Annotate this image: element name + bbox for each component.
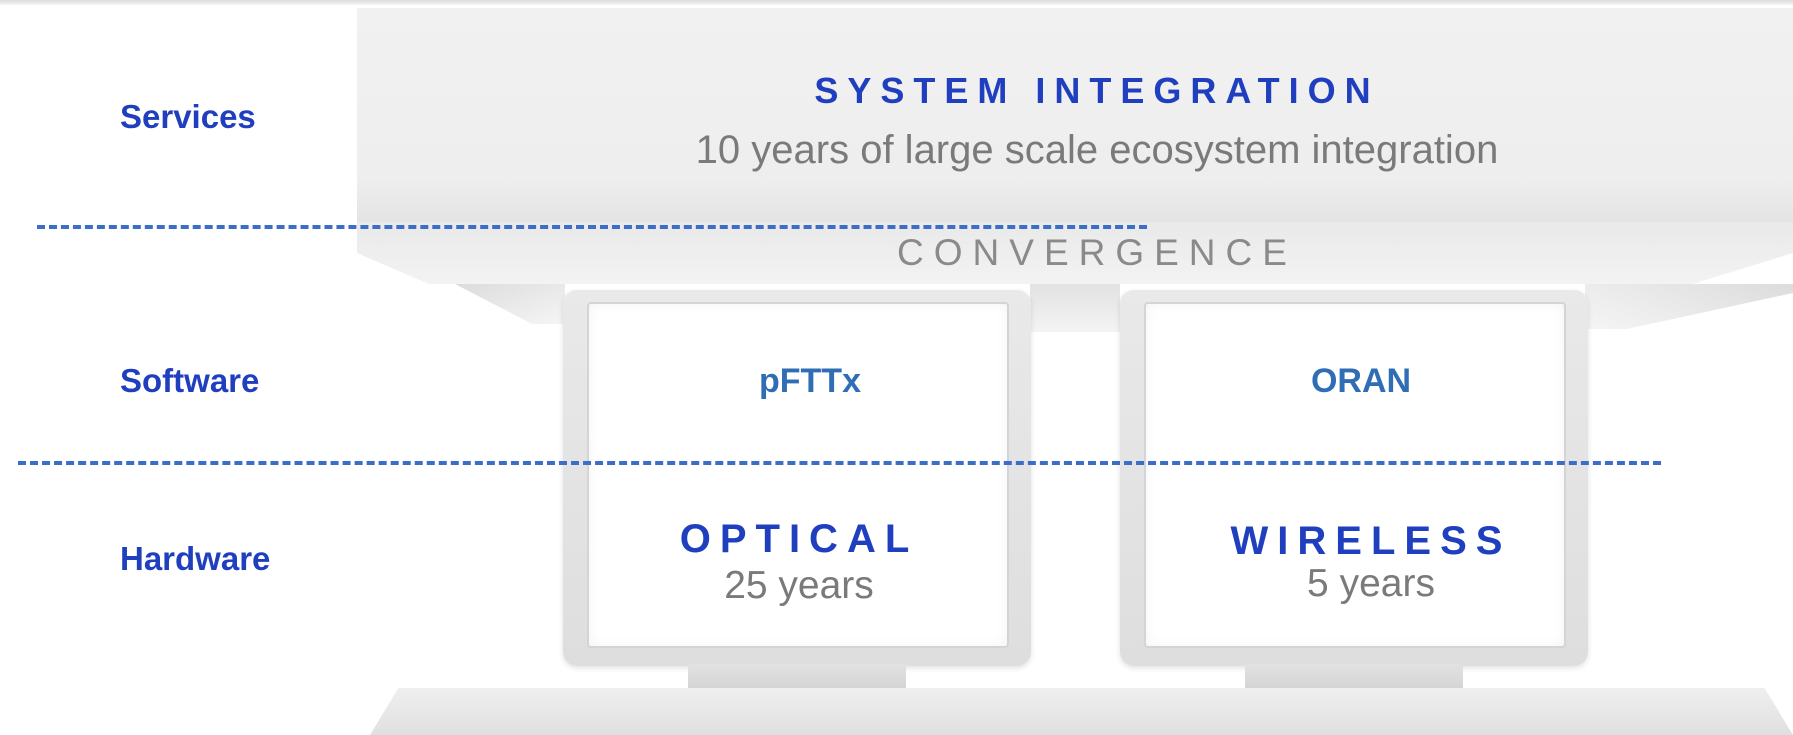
right-bracket bbox=[1585, 284, 1793, 329]
optical-module-panel bbox=[587, 302, 1009, 648]
optical-module bbox=[563, 290, 1031, 666]
system-integration-title: SYSTEM INTEGRATION bbox=[814, 70, 1380, 111]
platform-base bbox=[370, 688, 1793, 735]
services-software-divider bbox=[37, 225, 1147, 229]
left-bracket bbox=[455, 284, 565, 324]
wireless-module bbox=[1120, 290, 1588, 666]
system-integration-subtitle: 10 years of large scale ecosystem integr… bbox=[695, 128, 1499, 172]
optical-label: OPTICAL bbox=[679, 517, 919, 561]
convergence-label: CONVERGENCE bbox=[897, 232, 1297, 273]
wireless-years: 5 years bbox=[1307, 562, 1435, 605]
hardware-layer-label: Hardware bbox=[120, 540, 271, 577]
software-layer-label: Software bbox=[120, 362, 260, 399]
top-rule bbox=[0, 0, 1793, 5]
wireless-module-panel bbox=[1144, 302, 1566, 648]
services-layer-label: Services bbox=[120, 98, 256, 135]
services-banner bbox=[357, 8, 1793, 222]
software-hardware-divider bbox=[18, 461, 1661, 465]
optical-years: 25 years bbox=[724, 564, 874, 607]
center-connector bbox=[1030, 284, 1120, 332]
pfttx-label: pFTTx bbox=[759, 362, 861, 400]
oran-label: ORAN bbox=[1310, 362, 1412, 400]
wireless-label: WIRELESS bbox=[1230, 519, 1512, 563]
convergence-frame bbox=[357, 222, 1793, 284]
